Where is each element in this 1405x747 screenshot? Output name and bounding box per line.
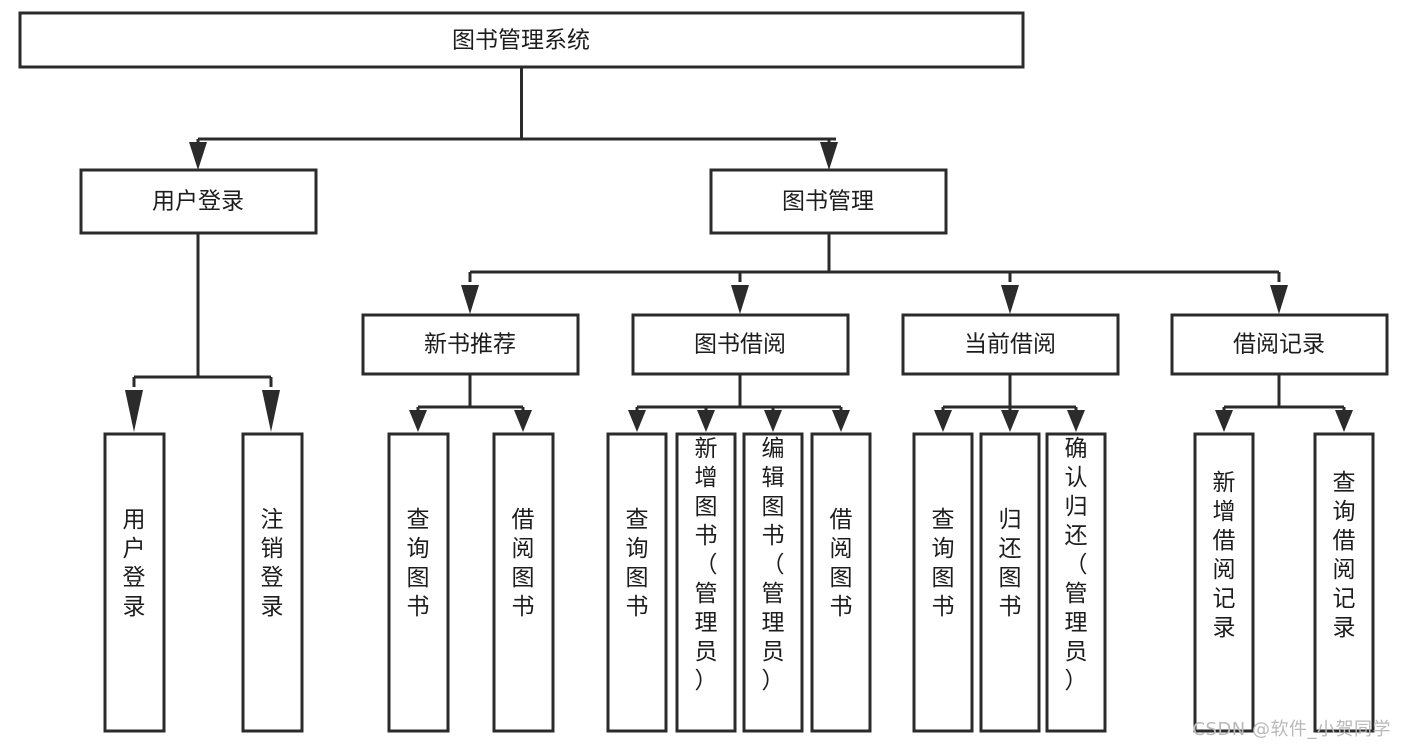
node-leaf-borrow-book-label: 借阅图书: [830, 507, 853, 620]
node-leaf-edit-book-admin[interactable]: 编辑图书（管理员）: [742, 432, 804, 733]
node-book-borrow[interactable]: 图书借阅: [631, 313, 850, 376]
node-new-book-recommend-label: 新书推荐: [424, 332, 516, 358]
connector-current-borrow-to-leaves: [934, 374, 1085, 432]
node-leaf-add-book-admin-label: 新增图书（管理员）: [695, 436, 718, 694]
connector-new-book-to-leaves: [409, 374, 532, 432]
node-leaf-logout[interactable]: 注销登录: [241, 432, 304, 733]
node-leaf-query-book-current[interactable]: 查询图书: [912, 432, 974, 733]
node-leaf-user-login[interactable]: 用户登录: [103, 432, 166, 733]
node-leaf-query-book-borrow[interactable]: 查询图书: [606, 432, 668, 733]
node-user-login[interactable]: 用户登录: [79, 168, 318, 235]
node-book-management-label: 图书管理: [782, 189, 874, 215]
node-leaf-query-book-borrow-label: 查询图书: [626, 507, 649, 620]
node-leaf-confirm-return-admin[interactable]: 确认归还（管理员）: [1045, 432, 1107, 733]
node-leaf-confirm-return-admin-label: 确认归还（管理员）: [1065, 436, 1088, 694]
node-leaf-logout-label: 注销登录: [261, 507, 284, 620]
connector-borrow-record-to-leaves: [1215, 374, 1353, 432]
node-borrow-record[interactable]: 借阅记录: [1170, 313, 1389, 376]
node-book-borrow-label: 图书借阅: [694, 332, 786, 358]
node-borrow-record-label: 借阅记录: [1233, 332, 1325, 358]
node-leaf-add-book-admin[interactable]: 新增图书（管理员）: [675, 432, 737, 733]
node-root-system-label: 图书管理系统: [452, 28, 590, 54]
connector-root-to-level2: [189, 67, 838, 170]
node-leaf-query-borrow-record-label: 查询借阅记录: [1333, 470, 1356, 641]
connector-user-login-to-leaves: [125, 233, 280, 432]
connector-book-mgmt-to-level3: [461, 233, 1288, 314]
node-leaf-query-borrow-record[interactable]: 查询借阅记录: [1313, 432, 1375, 733]
node-leaf-query-book-current-label: 查询图书: [932, 507, 955, 620]
node-leaf-borrow-book-recommend-label: 借阅图书: [512, 507, 535, 620]
node-leaf-user-login-label: 用户登录: [123, 507, 146, 620]
node-new-book-recommend[interactable]: 新书推荐: [361, 313, 580, 376]
node-leaf-edit-book-admin-label: 编辑图书（管理员）: [762, 436, 785, 694]
node-leaf-return-book[interactable]: 归还图书: [979, 432, 1041, 733]
connector-book-borrow-to-leaves: [628, 374, 850, 432]
node-book-management[interactable]: 图书管理: [709, 168, 948, 235]
node-leaf-add-borrow-record-label: 新增借阅记录: [1213, 470, 1236, 641]
node-leaf-borrow-book[interactable]: 借阅图书: [810, 432, 872, 733]
node-root-system[interactable]: 图书管理系统: [18, 11, 1025, 69]
node-leaf-borrow-book-recommend[interactable]: 借阅图书: [492, 432, 555, 733]
node-current-borrow-label: 当前借阅: [964, 332, 1056, 358]
node-leaf-add-borrow-record[interactable]: 新增借阅记录: [1193, 432, 1255, 733]
node-leaf-query-book-recommend[interactable]: 查询图书: [387, 432, 450, 733]
node-leaf-query-book-recommend-label: 查询图书: [407, 507, 430, 620]
node-user-login-label: 用户登录: [152, 189, 244, 215]
node-current-borrow[interactable]: 当前借阅: [901, 313, 1120, 376]
node-leaf-return-book-label: 归还图书: [999, 507, 1022, 620]
csdn-watermark: CSDN @软件_小贺同学: [1192, 719, 1391, 740]
